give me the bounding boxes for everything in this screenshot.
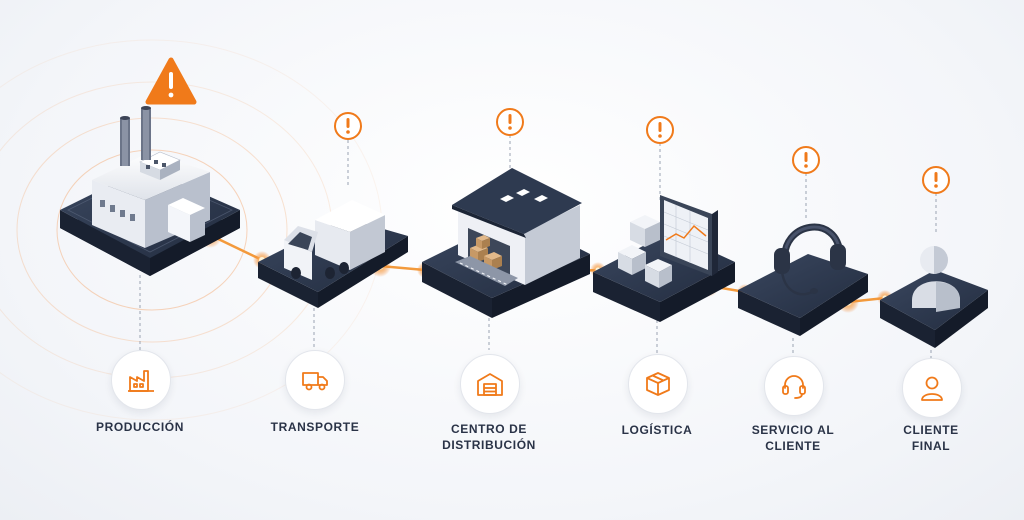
logistics-boxes xyxy=(618,215,672,288)
truck-icon-circle xyxy=(285,350,345,410)
factory-icon-circle xyxy=(111,350,171,410)
stage-label-transporte: TRANSPORTE xyxy=(240,419,390,435)
label-line: FINAL xyxy=(911,439,951,453)
stage-label-cliente-final: CLIENTE FINAL xyxy=(856,422,1006,454)
warning-triangle-icon xyxy=(145,57,197,105)
alert-icon xyxy=(792,146,820,174)
user-icon-circle xyxy=(902,358,962,418)
label-line: CLIENTE xyxy=(765,439,821,453)
label-line: TRANSPORTE xyxy=(270,420,360,434)
label-line: SERVICIO AL xyxy=(751,423,835,437)
label-line: PRODUCCIÓN xyxy=(95,420,184,434)
warehouse-icon xyxy=(477,373,503,396)
alert-icon xyxy=(334,112,362,140)
logistics-screen xyxy=(660,195,718,276)
headset-icon xyxy=(782,375,806,399)
warehouse xyxy=(452,168,582,286)
box-icon-circle xyxy=(628,354,688,414)
user-icon xyxy=(921,376,943,401)
alert-icon xyxy=(496,108,524,136)
stage-label-centro-distribucion: CENTRO DE DISTRIBUCIÓN xyxy=(414,421,564,453)
stage-label-logistica: LOGÍSTICA xyxy=(582,422,732,438)
factory-icon xyxy=(128,370,154,392)
warehouse-icon-circle xyxy=(460,354,520,414)
stage-label-servicio: SERVICIO AL CLIENTE xyxy=(718,422,868,454)
factory-building xyxy=(92,106,210,248)
label-line: LOGÍSTICA xyxy=(621,423,693,437)
stage-label-produccion: PRODUCCIÓN xyxy=(65,419,215,435)
label-line: DISTRIBUCIÓN xyxy=(442,438,536,452)
truck xyxy=(284,200,385,280)
alert-icon xyxy=(646,116,674,144)
alert-icon xyxy=(922,166,950,194)
box-icon xyxy=(646,372,670,396)
headset xyxy=(774,223,846,296)
dashed-connectors xyxy=(139,135,937,360)
headset-icon-circle xyxy=(764,356,824,416)
label-line: CLIENTE xyxy=(903,423,959,437)
truck-icon xyxy=(302,372,328,391)
platform-servicio xyxy=(738,254,868,336)
person-figure xyxy=(912,246,960,312)
label-line: CENTRO DE xyxy=(450,422,528,436)
